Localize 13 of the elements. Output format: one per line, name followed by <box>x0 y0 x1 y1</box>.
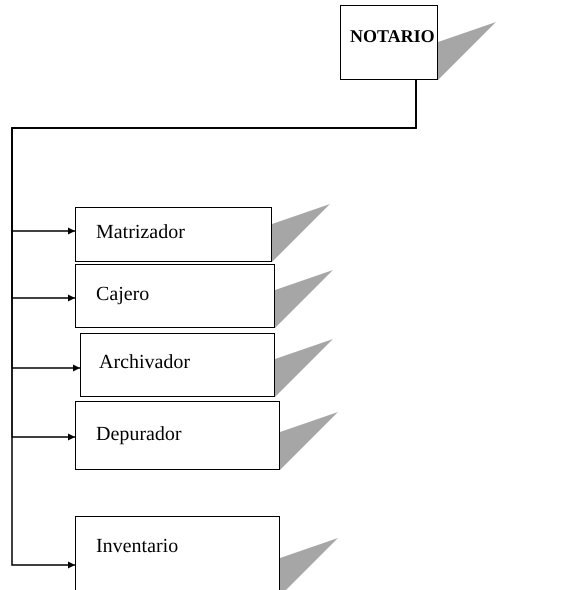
process-box <box>75 264 275 328</box>
box-label: Cajero <box>96 283 150 306</box>
process-box <box>80 333 275 397</box>
process-box <box>75 516 280 590</box>
box-label: Matrizador <box>96 221 185 244</box>
process-box <box>75 401 280 470</box>
process-box <box>75 207 272 262</box>
box-label: NOTARIO <box>350 26 435 47</box>
connector-arrow <box>11 80 417 568</box>
box-label: Depurador <box>96 423 182 446</box>
box-label: Archivador <box>99 351 190 374</box>
process-box <box>340 5 438 80</box>
box-label: Inventario <box>96 535 178 558</box>
